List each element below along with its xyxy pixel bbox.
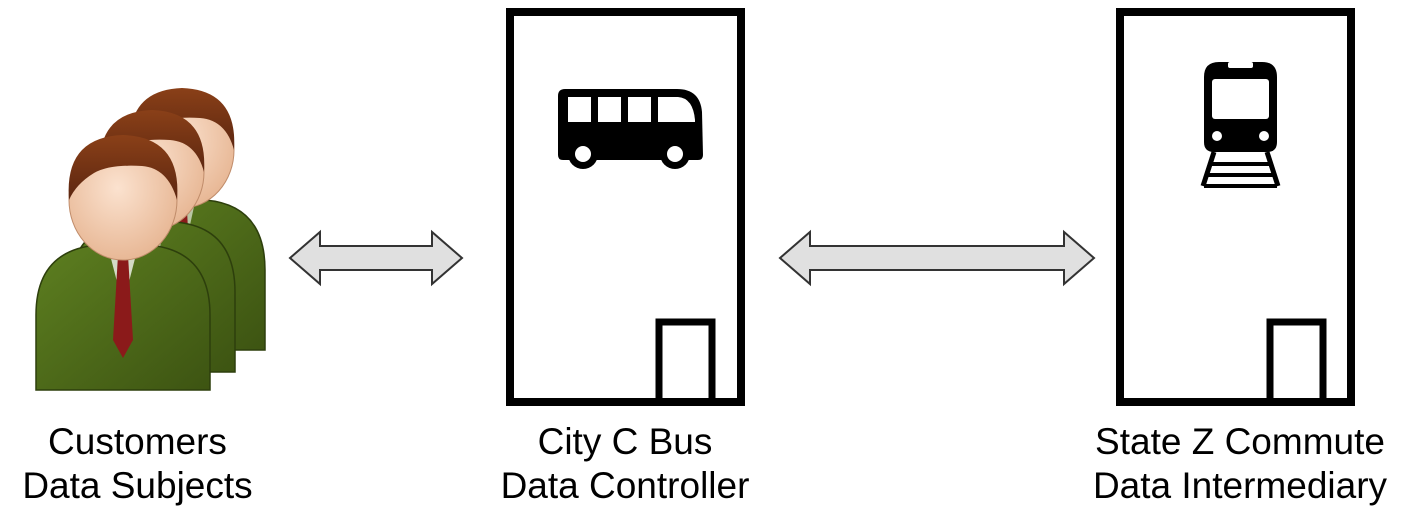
intermediary-label-line2: Data Intermediary: [1092, 465, 1388, 506]
double-arrow-controller-intermediary: [778, 229, 1096, 287]
intermediary-label: State Z Commute Data Intermediary: [1070, 420, 1410, 508]
customers-label-line1: Customers: [48, 421, 227, 462]
bus-icon: [558, 89, 703, 169]
people-icon: [35, 88, 266, 391]
customers-label-line2: Data Subjects: [22, 465, 253, 506]
controller-label: City C Bus Data Controller: [480, 420, 770, 508]
double-arrow-customers-controller: [288, 229, 464, 287]
train-icon: [1200, 62, 1281, 188]
controller-label-line2: Data Controller: [500, 465, 750, 506]
controller-label-line1: City C Bus: [537, 421, 713, 462]
controller-building: [506, 8, 745, 406]
customers-label: Customers Data Subjects: [10, 420, 265, 508]
intermediary-label-line1: State Z Commute: [1095, 421, 1385, 462]
person-figure: [35, 135, 211, 391]
